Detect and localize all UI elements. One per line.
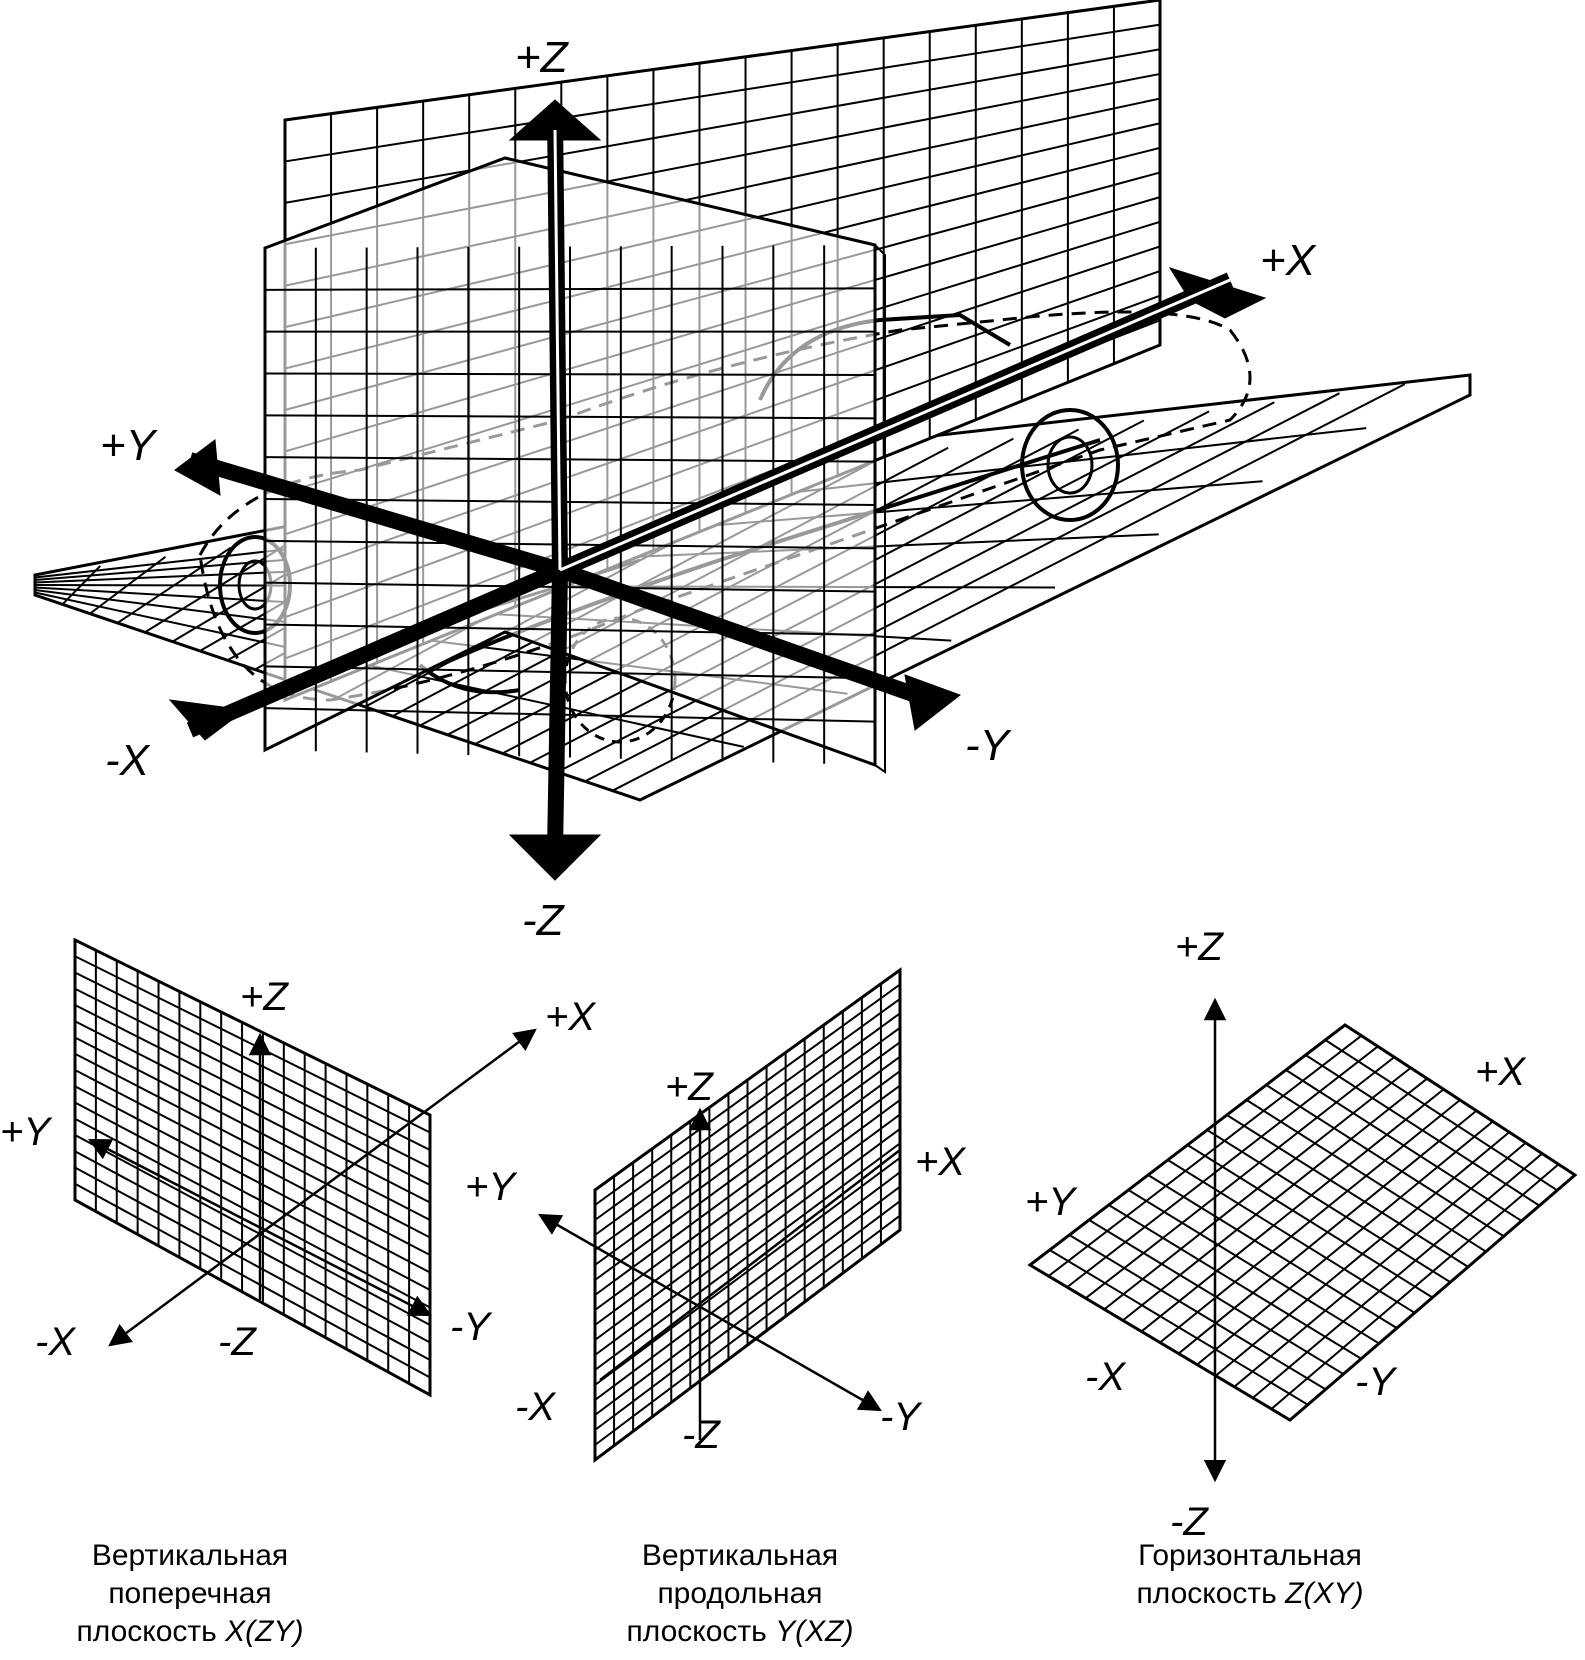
caption-1-prefix: плоскость xyxy=(76,1615,226,1648)
p1-label-minus-y: -Y xyxy=(450,1305,493,1349)
caption-3-prefix: плоскость xyxy=(1136,1577,1286,1610)
grid-line xyxy=(284,48,1161,204)
grid-line xyxy=(264,456,876,463)
caption-1-line-3: плоскость X(ZY) xyxy=(20,1613,360,1651)
grid-line xyxy=(1140,1088,1445,1333)
grid-line xyxy=(594,1026,901,1251)
grid-line xyxy=(264,539,876,550)
p2-label-minus-y: -Y xyxy=(880,1395,923,1439)
panel-horizontal-plane: +Z +X +Y -X -Y -Z xyxy=(1025,925,1578,1544)
p2-label-plus-z: +Z xyxy=(665,1065,714,1109)
caption-1-line-1: Вертикальная xyxy=(91,1539,289,1572)
caption-2-plane-label: Y(XZ) xyxy=(775,1615,854,1648)
main-transverse-plane xyxy=(263,156,886,774)
grid-line xyxy=(1122,1077,1428,1322)
p2-label-plus-y: +Y xyxy=(465,1165,518,1209)
caption-3-line-1: Горизонтальная xyxy=(1138,1539,1362,1572)
caption-3-plane-label: Z(XY) xyxy=(1285,1577,1364,1610)
grid-line xyxy=(594,1012,901,1236)
p1-label-minus-z: -Z xyxy=(218,1320,257,1364)
p1-label-plus-x: +X xyxy=(545,995,596,1039)
caption-2-line-1: Вертикальная xyxy=(641,1539,839,1572)
main-label-plus-z: +Z xyxy=(515,33,570,82)
grid-line xyxy=(264,665,876,680)
main-label-minus-x: -X xyxy=(105,736,151,785)
p1-label-minus-x: -X xyxy=(35,1320,76,1364)
p1-label-plus-y: +Y xyxy=(0,1110,53,1154)
caption-1-plane-label: X(ZY) xyxy=(225,1615,304,1648)
main-label-plus-y: +Y xyxy=(100,421,158,470)
grid-line xyxy=(264,372,876,376)
caption-2-prefix: плоскость xyxy=(626,1615,776,1648)
main-label-minus-z: -Z xyxy=(522,896,566,945)
grid-line xyxy=(264,498,876,506)
panel-transverse-plane: +Z +X +Y -X -Z -Y xyxy=(0,937,596,1398)
grid-line xyxy=(1215,1131,1510,1377)
grid-line xyxy=(1270,1163,1560,1410)
p3-label-minus-y: -Y xyxy=(1355,1360,1398,1404)
grid-line xyxy=(264,581,876,593)
caption-2-line-3: плоскость Y(XZ) xyxy=(570,1613,910,1651)
main-axes xyxy=(168,99,1267,881)
p3-label-plus-y: +Y xyxy=(1025,1180,1078,1224)
p3-label-plus-x: +X xyxy=(1475,1050,1526,1094)
main-illustration: +Z -Z +X -X +Y -Y xyxy=(33,0,1472,945)
caption-longitudinal-plane: Вертикальная продольная плоскость Y(XZ) xyxy=(570,1537,910,1651)
grid-line xyxy=(1196,1120,1494,1366)
grid-line xyxy=(284,23,1161,163)
grid-line xyxy=(264,623,876,636)
p1-label-plus-z: +Z xyxy=(240,975,289,1019)
panel-longitudinal-plane: +Z +X +Y -X -Z -Y xyxy=(465,967,966,1464)
main-label-minus-y: -Y xyxy=(965,721,1012,770)
p2-label-minus-z: -Z xyxy=(682,1413,721,1457)
grid-line xyxy=(1252,1152,1543,1399)
grid-line xyxy=(1177,1109,1478,1355)
caption-3-line-2: плоскость Z(XY) xyxy=(1080,1575,1420,1613)
caption-horizontal-plane: Горизонтальная плоскость Z(XY) xyxy=(1080,1537,1420,1613)
caption-1-line-2: поперечная xyxy=(108,1577,272,1610)
grid-line xyxy=(264,414,876,420)
p2-label-minus-x: -X xyxy=(515,1385,556,1429)
grid-line xyxy=(264,707,876,723)
caption-transverse-plane: Вертикальная поперечная плоскость X(ZY) xyxy=(20,1537,360,1651)
p3-label-minus-x: -X xyxy=(1085,1355,1126,1399)
grid-line xyxy=(1103,1067,1412,1311)
grid-line xyxy=(594,983,901,1206)
grid-line xyxy=(1085,1056,1395,1300)
p2-label-plus-x: +X xyxy=(915,1140,966,1184)
grid-line xyxy=(594,998,901,1221)
grid-line xyxy=(264,287,876,291)
p3-label-plus-z: +Z xyxy=(1175,925,1224,969)
p3-label-minus-z: -Z xyxy=(1170,1500,1209,1544)
caption-2-line-2: продольная xyxy=(657,1577,823,1610)
grid-line xyxy=(1233,1142,1527,1388)
main-label-plus-x: +X xyxy=(1260,236,1317,285)
